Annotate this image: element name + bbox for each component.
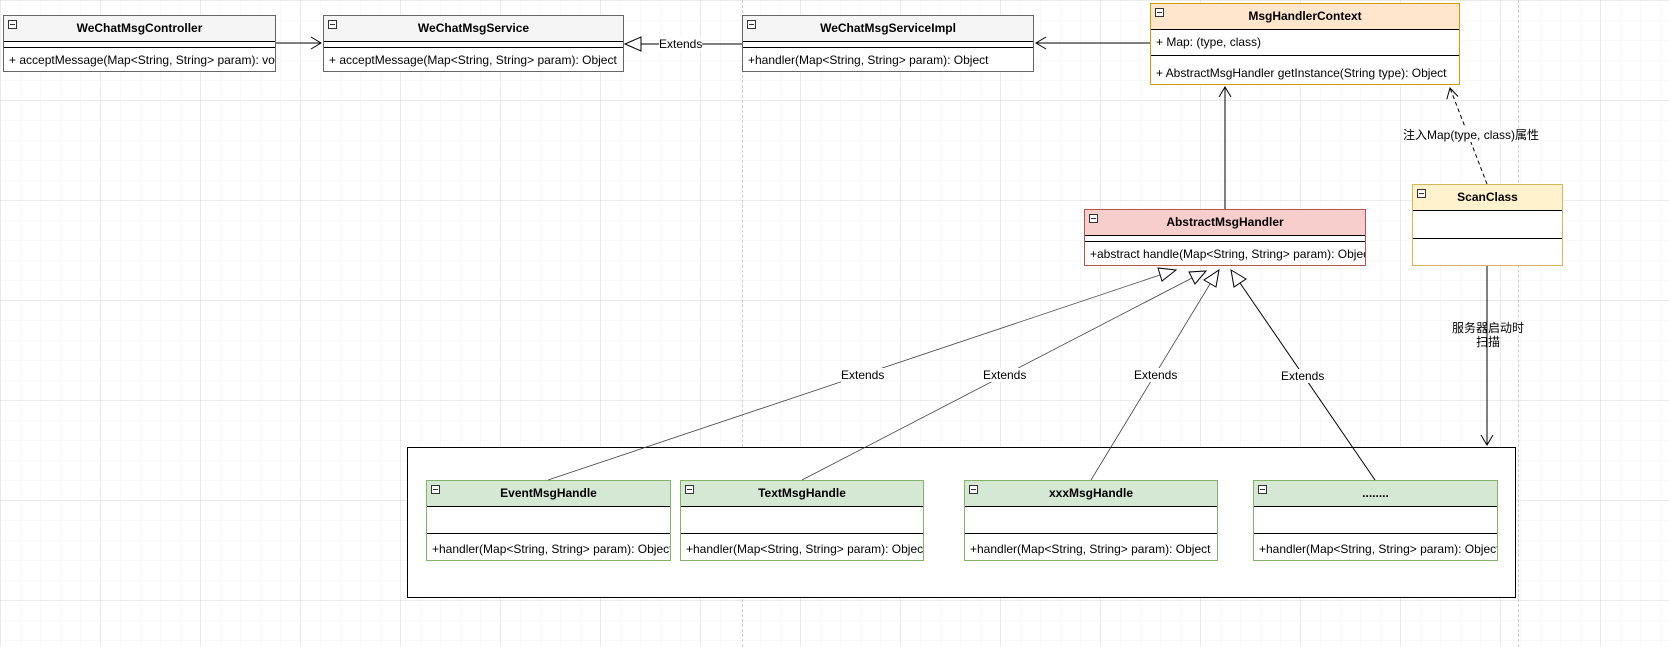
collapse-icon[interactable] — [1258, 485, 1267, 494]
attributes-section — [1085, 236, 1365, 242]
class-wechat-msg-service[interactable]: WeChatMsgService + acceptMessage(Map<Str… — [323, 15, 624, 72]
method: +handler(Map<String, String> param): Obj… — [686, 542, 923, 556]
collapse-icon[interactable] — [1417, 189, 1426, 198]
class-name: xxxMsgHandle — [1048, 486, 1134, 500]
method: + acceptMessage(Map<String, String> para… — [9, 53, 275, 67]
class-more-handlers[interactable]: ........ +handler(Map<String, String> pa… — [1253, 480, 1498, 561]
method: + acceptMessage(Map<String, String> para… — [329, 53, 617, 67]
class-text-msg-handle[interactable]: TextMsgHandle +handler(Map<String, Strin… — [680, 480, 924, 561]
attributes-section — [1413, 211, 1562, 239]
class-event-msg-handle[interactable]: EventMsgHandle +handler(Map<String, Stri… — [426, 480, 671, 561]
collapse-icon[interactable] — [328, 20, 337, 29]
class-wechat-msg-service-impl[interactable]: WeChatMsgServiceImpl +handler(Map<String… — [742, 15, 1034, 72]
guide-line — [1518, 0, 1519, 647]
class-header: ScanClass — [1413, 185, 1562, 211]
attributes-section — [427, 507, 670, 534]
method: +handler(Map<String, String> param): Obj… — [748, 53, 989, 67]
collapse-icon[interactable] — [969, 485, 978, 494]
class-header: ........ — [1254, 481, 1497, 507]
open-arrow-icon — [1446, 87, 1459, 100]
scan-label-line: 扫描 — [1475, 335, 1500, 349]
class-msg-handler-context[interactable]: MsgHandlerContext + Map: (type, class) +… — [1150, 3, 1460, 85]
extends-edge[interactable] — [1090, 283, 1211, 481]
collapse-icon[interactable] — [685, 485, 694, 494]
guide-line — [742, 0, 743, 647]
collapse-icon[interactable] — [1089, 214, 1098, 223]
collapse-icon[interactable] — [747, 20, 756, 29]
extends-label: Extends — [1134, 368, 1178, 382]
class-name: ScanClass — [1457, 190, 1518, 204]
class-header: WeChatMsgServiceImpl — [743, 16, 1033, 42]
class-name: MsgHandlerContext — [1248, 9, 1362, 23]
open-arrow-icon — [310, 36, 322, 50]
class-header: xxxMsgHandle — [965, 481, 1217, 507]
open-arrow-icon — [1218, 86, 1232, 98]
class-header: EventMsgHandle — [427, 481, 670, 507]
method: +abstract handle(Map<String, String> par… — [1090, 247, 1365, 261]
class-name: WeChatMsgController — [76, 21, 203, 35]
class-name: AbstractMsgHandler — [1166, 215, 1284, 229]
scan-label: 服务器启动时 扫描 — [1448, 321, 1528, 349]
extends-label: Extends — [1281, 369, 1325, 383]
extends-label: Extends — [659, 37, 703, 51]
attributes-section — [324, 42, 623, 48]
inheritance-triangle-icon — [1203, 268, 1220, 288]
attribute: + Map: (type, class) — [1151, 30, 1459, 56]
class-wechat-msg-controller[interactable]: WeChatMsgController + acceptMessage(Map<… — [3, 15, 276, 72]
inheritance-triangle-icon — [1157, 267, 1178, 282]
scan-label-line: 服务器启动时 — [1451, 321, 1524, 335]
class-name: WeChatMsgService — [417, 21, 530, 35]
attributes-section — [1254, 507, 1497, 534]
method: + AbstractMsgHandler getInstance(String … — [1156, 66, 1447, 80]
method: +handler(Map<String, String> param): Obj… — [432, 542, 670, 556]
class-header: WeChatMsgController — [4, 16, 275, 42]
class-name: ........ — [1362, 486, 1389, 500]
open-arrow-icon — [1035, 36, 1047, 50]
class-scan-class[interactable]: ScanClass — [1412, 184, 1563, 266]
inject-label: 注入Map(type, class)属性 — [1403, 128, 1540, 142]
collapse-icon[interactable] — [1155, 8, 1164, 17]
inheritance-triangle-icon — [623, 36, 642, 52]
class-header: WeChatMsgService — [324, 16, 623, 42]
method: +handler(Map<String, String> param): Obj… — [970, 542, 1211, 556]
class-abstract-msg-handler[interactable]: AbstractMsgHandler +abstract handle(Map<… — [1084, 209, 1366, 266]
open-arrow-icon — [1480, 434, 1494, 446]
extends-label: Extends — [983, 368, 1027, 382]
method: +handler(Map<String, String> param): Obj… — [1259, 542, 1497, 556]
inheritance-triangle-icon — [1230, 269, 1247, 288]
class-name: TextMsgHandle — [758, 486, 846, 500]
attributes-section — [4, 42, 275, 48]
attributes-section — [681, 507, 923, 534]
inheritance-triangle-icon — [1188, 270, 1208, 285]
class-name: WeChatMsgServiceImpl — [820, 21, 956, 35]
class-xxx-msg-handle[interactable]: xxxMsgHandle +handler(Map<String, String… — [964, 480, 1218, 561]
class-header: TextMsgHandle — [681, 481, 923, 507]
extends-label: Extends — [841, 368, 885, 382]
attributes-section — [965, 507, 1217, 534]
class-header: MsgHandlerContext — [1151, 4, 1459, 30]
attributes-section — [743, 42, 1033, 48]
class-header: AbstractMsgHandler — [1085, 210, 1365, 236]
collapse-icon[interactable] — [431, 485, 440, 494]
class-name: EventMsgHandle — [500, 486, 597, 500]
collapse-icon[interactable] — [8, 20, 17, 29]
